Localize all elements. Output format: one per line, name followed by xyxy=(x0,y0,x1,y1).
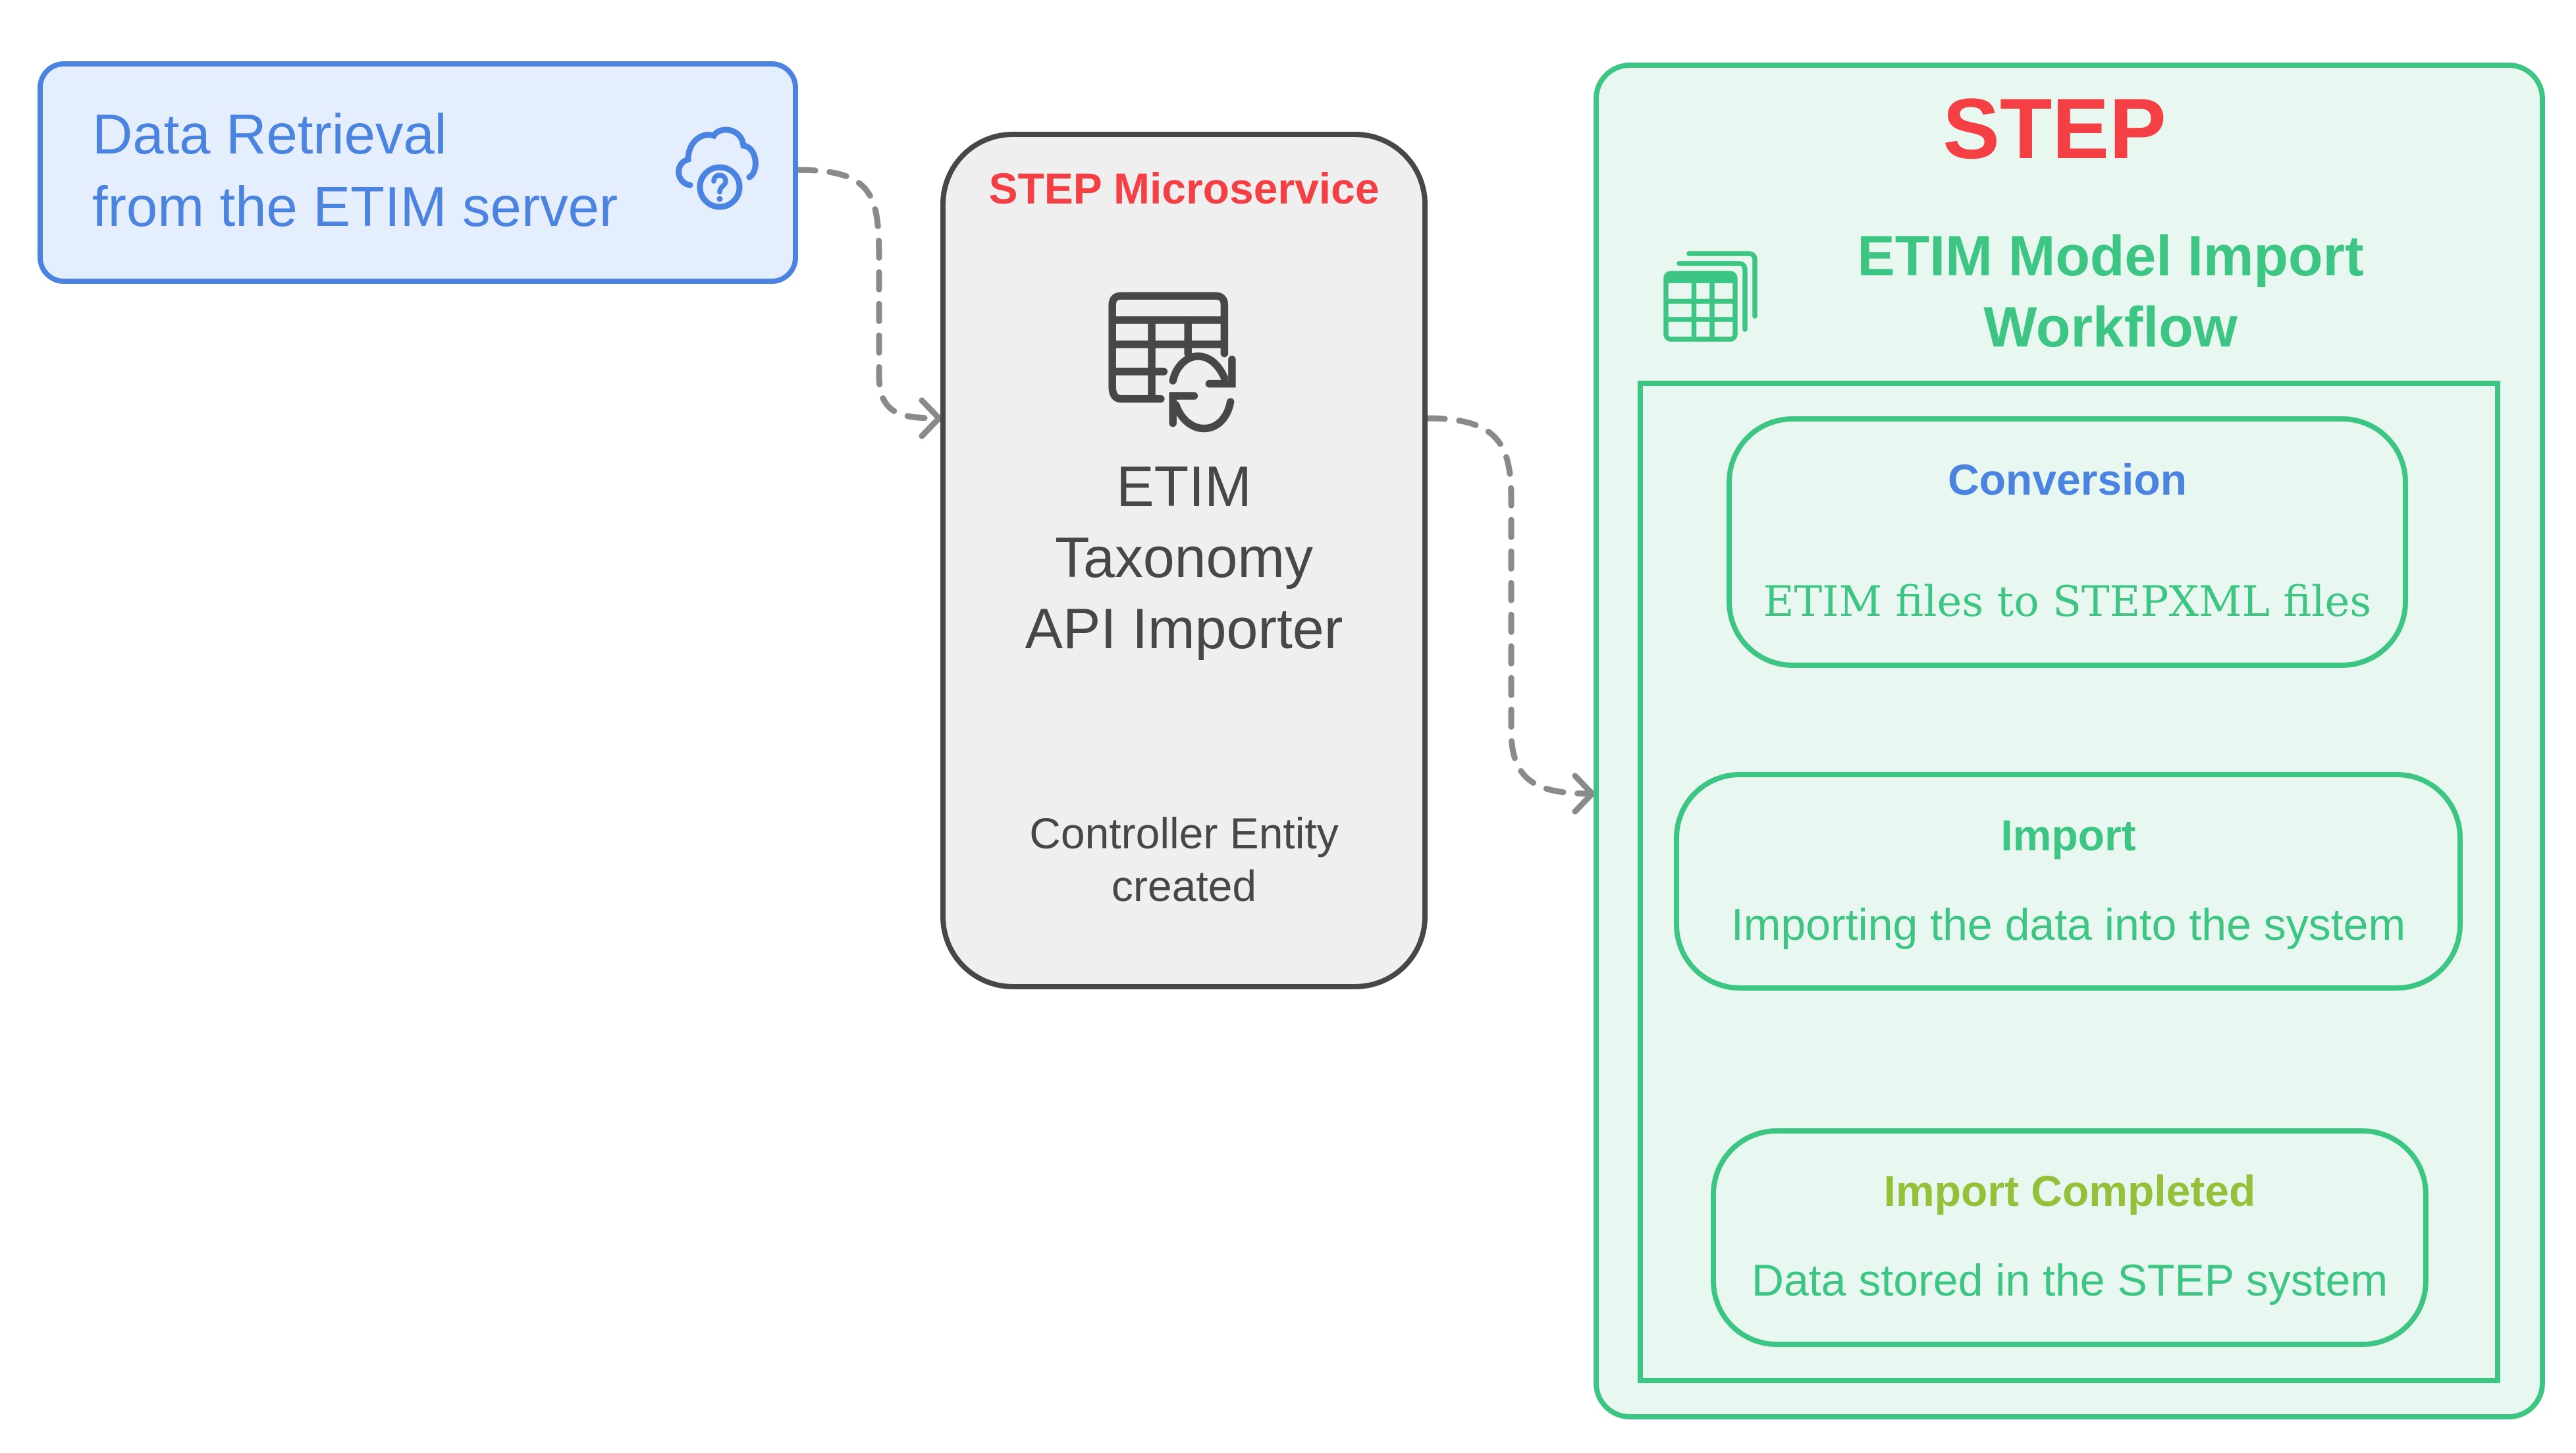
microservice-name: ETIM Taxonomy API Importer xyxy=(940,451,1428,665)
workflow-node-import-completed[interactable] xyxy=(1711,1128,2428,1347)
node-title: Import Completed xyxy=(1883,1166,2256,1215)
microservice-name-line3: API Importer xyxy=(1025,597,1343,661)
data-retrieval-label: Data Retrieval from the ETIM server xyxy=(92,99,685,244)
cloud-question-icon xyxy=(676,126,759,210)
workflow-title-line1: ETIM Model Import xyxy=(1857,225,2364,288)
node-description: ETIM files to STEPXML files xyxy=(1763,578,2372,626)
workflow-title: ETIM Model Import Workflow xyxy=(1791,221,2430,363)
step-microservice-node[interactable] xyxy=(940,132,1428,989)
microservice-name-line1: ETIM xyxy=(1116,455,1252,518)
node-description: Data stored in the STEP system xyxy=(1751,1255,2388,1305)
workflow-title-line2: Workflow xyxy=(1983,296,2238,359)
node-title: Conversion xyxy=(1947,455,2187,504)
workflow-container xyxy=(1638,381,2500,1383)
workflow-node-conversion[interactable] xyxy=(1727,416,2408,668)
microservice-status-line1: Controller Entity xyxy=(1029,809,1339,858)
microservice-title: STEP Microservice xyxy=(988,164,1380,213)
stacked-spreadsheets-icon xyxy=(1663,251,1758,342)
connector-retrieval-to-microservice xyxy=(795,167,942,422)
table-sync-icon xyxy=(1108,292,1236,433)
microservice-name-line2: Taxonomy xyxy=(1055,526,1313,589)
data-retrieval-node[interactable] xyxy=(38,61,798,284)
workflow-node-import[interactable] xyxy=(1674,772,2463,991)
microservice-status-line2: created xyxy=(1111,862,1257,910)
step-title: STEP xyxy=(1943,80,2166,177)
connector-microservice-to-step xyxy=(1424,415,1594,797)
microservice-status: Controller Entity created xyxy=(940,807,1428,912)
arrowhead-microservice xyxy=(919,397,942,439)
arrowhead-step xyxy=(1572,773,1596,815)
node-title: Import xyxy=(2000,811,2136,860)
node-description: Importing the data into the system xyxy=(1731,900,2406,950)
data-retrieval-label-line1: Data Retrieval xyxy=(92,103,447,166)
data-retrieval-label-line2: from the ETIM server xyxy=(92,176,618,238)
